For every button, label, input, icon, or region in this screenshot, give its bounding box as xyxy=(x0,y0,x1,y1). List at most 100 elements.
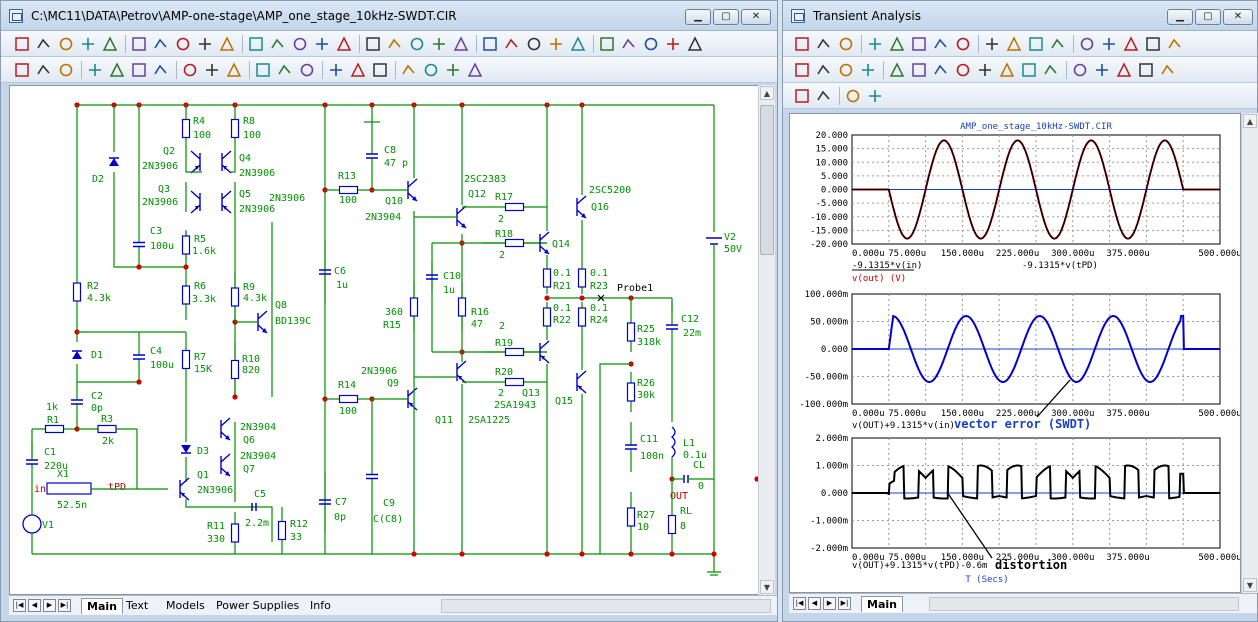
toolbar-tool-icon[interactable] xyxy=(664,35,682,53)
resistor-r2[interactable] xyxy=(72,282,82,302)
schematic-horizontal-scrollbar[interactable] xyxy=(441,599,771,613)
transient-last-tab-icon[interactable]: ▶| xyxy=(838,597,851,610)
toolbar-tool-icon[interactable] xyxy=(1100,35,1118,53)
resistor-r1[interactable] xyxy=(44,424,65,434)
toolbar-tool-icon[interactable] xyxy=(503,35,521,53)
toolbar-tool-icon[interactable] xyxy=(793,87,811,105)
resistor-r19[interactable] xyxy=(504,347,525,357)
resistor-r24[interactable] xyxy=(577,307,587,327)
toolbar-tool-icon[interactable] xyxy=(481,35,499,53)
toolbar-tool-icon[interactable] xyxy=(866,35,884,53)
transient-first-tab-icon[interactable]: |◀ xyxy=(793,597,806,610)
next-tab-icon[interactable]: ▶ xyxy=(43,599,56,612)
toolbar-tool-icon[interactable] xyxy=(181,61,199,79)
toolbar-tool-icon[interactable] xyxy=(422,61,440,79)
toolbar-tool-icon[interactable] xyxy=(86,61,104,79)
toolbar-tool-icon[interactable] xyxy=(57,61,75,79)
capacitor-c12[interactable] xyxy=(666,324,678,330)
transient-prev-tab-icon[interactable]: ◀ xyxy=(808,597,821,610)
first-tab-icon[interactable]: |◀ xyxy=(13,599,26,612)
toolbar-tool-icon[interactable] xyxy=(954,35,972,53)
voltage-source-v2-icon[interactable] xyxy=(706,237,722,245)
toolbar-tool-icon[interactable] xyxy=(269,35,287,53)
toolbar-tool-icon[interactable] xyxy=(174,35,192,53)
toolbar-tool-icon[interactable] xyxy=(1049,35,1067,53)
toolbar-tool-icon[interactable] xyxy=(932,61,950,79)
voltage-source-v1-icon[interactable] xyxy=(22,514,42,534)
toolbar-tool-icon[interactable] xyxy=(247,35,265,53)
toolbar-tool-icon[interactable] xyxy=(686,35,704,53)
toolbar-tool-icon[interactable] xyxy=(954,61,972,79)
toolbar-tool-icon[interactable] xyxy=(35,61,53,79)
diode-d3[interactable] xyxy=(181,445,191,453)
toolbar-tool-icon[interactable] xyxy=(291,35,309,53)
maximize-button[interactable]: ▢ xyxy=(713,9,739,25)
diode-d2[interactable] xyxy=(109,158,119,166)
toolbar-tool-icon[interactable] xyxy=(108,61,126,79)
resistor-r20[interactable] xyxy=(504,377,525,387)
capacitor-c10[interactable] xyxy=(426,274,438,280)
toolbar-tool-icon[interactable] xyxy=(642,35,660,53)
toolbar-tool-icon[interactable] xyxy=(130,35,148,53)
toolbar-tool-icon[interactable] xyxy=(547,35,565,53)
toolbar-tool-icon[interactable] xyxy=(152,61,170,79)
toolbar-tool-icon[interactable] xyxy=(1027,35,1045,53)
tab-info[interactable]: Info xyxy=(310,599,331,612)
toolbar-tool-icon[interactable] xyxy=(1159,61,1177,79)
toolbar-tool-icon[interactable] xyxy=(525,35,543,53)
toolbar-tool-icon[interactable] xyxy=(466,61,484,79)
toolbar-tool-icon[interactable] xyxy=(130,61,148,79)
toolbar-tool-icon[interactable] xyxy=(1078,35,1096,53)
resistor-r17[interactable] xyxy=(504,202,525,212)
transient-tab-main[interactable]: Main xyxy=(861,596,903,612)
toolbar-tool-icon[interactable] xyxy=(1042,61,1060,79)
toolbar-tool-icon[interactable] xyxy=(386,35,404,53)
toolbar-tool-icon[interactable] xyxy=(998,61,1016,79)
toolbar-tool-icon[interactable] xyxy=(408,35,426,53)
resistor-rl[interactable] xyxy=(667,514,677,535)
toolbar-tool-icon[interactable] xyxy=(400,61,418,79)
capacitor-c6[interactable] xyxy=(319,269,331,275)
resistor-r21[interactable] xyxy=(542,268,552,288)
resistor-r14[interactable] xyxy=(338,394,359,404)
scroll-up-arrow-icon[interactable]: ▲ xyxy=(760,86,774,100)
resistor-r6[interactable] xyxy=(181,285,191,305)
toolbar-tool-icon[interactable] xyxy=(13,61,31,79)
resistor-r12[interactable] xyxy=(277,520,287,541)
resistor-r10[interactable] xyxy=(230,359,240,380)
last-tab-icon[interactable]: ▶| xyxy=(58,599,71,612)
transient-vertical-scrollbar[interactable]: ▲ ▼ xyxy=(1241,113,1258,593)
toolbar-tool-icon[interactable] xyxy=(910,35,928,53)
capacitor-c11[interactable] xyxy=(625,444,637,450)
transistor-q2[interactable] xyxy=(190,150,201,174)
toolbar-tool-icon[interactable] xyxy=(837,35,855,53)
toolbar-tool-icon[interactable] xyxy=(815,35,833,53)
toolbar-tool-icon[interactable] xyxy=(844,87,862,105)
resistor-r11[interactable] xyxy=(230,523,240,543)
transient-scroll-down-icon[interactable]: ▼ xyxy=(1243,578,1257,592)
resistor-r25[interactable] xyxy=(626,322,636,342)
transient-scroll-up-icon[interactable]: ▲ xyxy=(1243,114,1257,128)
toolbar-tool-icon[interactable] xyxy=(1020,61,1038,79)
prev-tab-icon[interactable]: ◀ xyxy=(28,599,41,612)
toolbar-tool-icon[interactable] xyxy=(837,61,855,79)
toolbar-tool-icon[interactable] xyxy=(793,35,811,53)
toolbar-tool-icon[interactable] xyxy=(79,35,97,53)
resistor-r23[interactable] xyxy=(577,268,587,288)
resistor-r7[interactable] xyxy=(181,349,191,370)
toolbar-tool-icon[interactable] xyxy=(349,61,367,79)
transient-maximize-button[interactable]: ▢ xyxy=(1195,9,1221,25)
toolbar-tool-icon[interactable] xyxy=(815,61,833,79)
resistor-r5[interactable] xyxy=(181,235,191,255)
transistor-q1[interactable] xyxy=(179,477,190,501)
toolbar-tool-icon[interactable] xyxy=(152,35,170,53)
capacitor-c4[interactable] xyxy=(133,354,145,360)
plot-2[interactable] xyxy=(851,293,1221,405)
toolbar-tool-icon[interactable] xyxy=(866,87,884,105)
transistor-q11[interactable] xyxy=(456,360,467,384)
toolbar-tool-icon[interactable] xyxy=(203,61,221,79)
component-x1[interactable] xyxy=(46,482,92,495)
tab-models[interactable]: Models xyxy=(166,599,205,612)
toolbar-tool-icon[interactable] xyxy=(1115,61,1133,79)
toolbar-tool-icon[interactable] xyxy=(910,61,928,79)
